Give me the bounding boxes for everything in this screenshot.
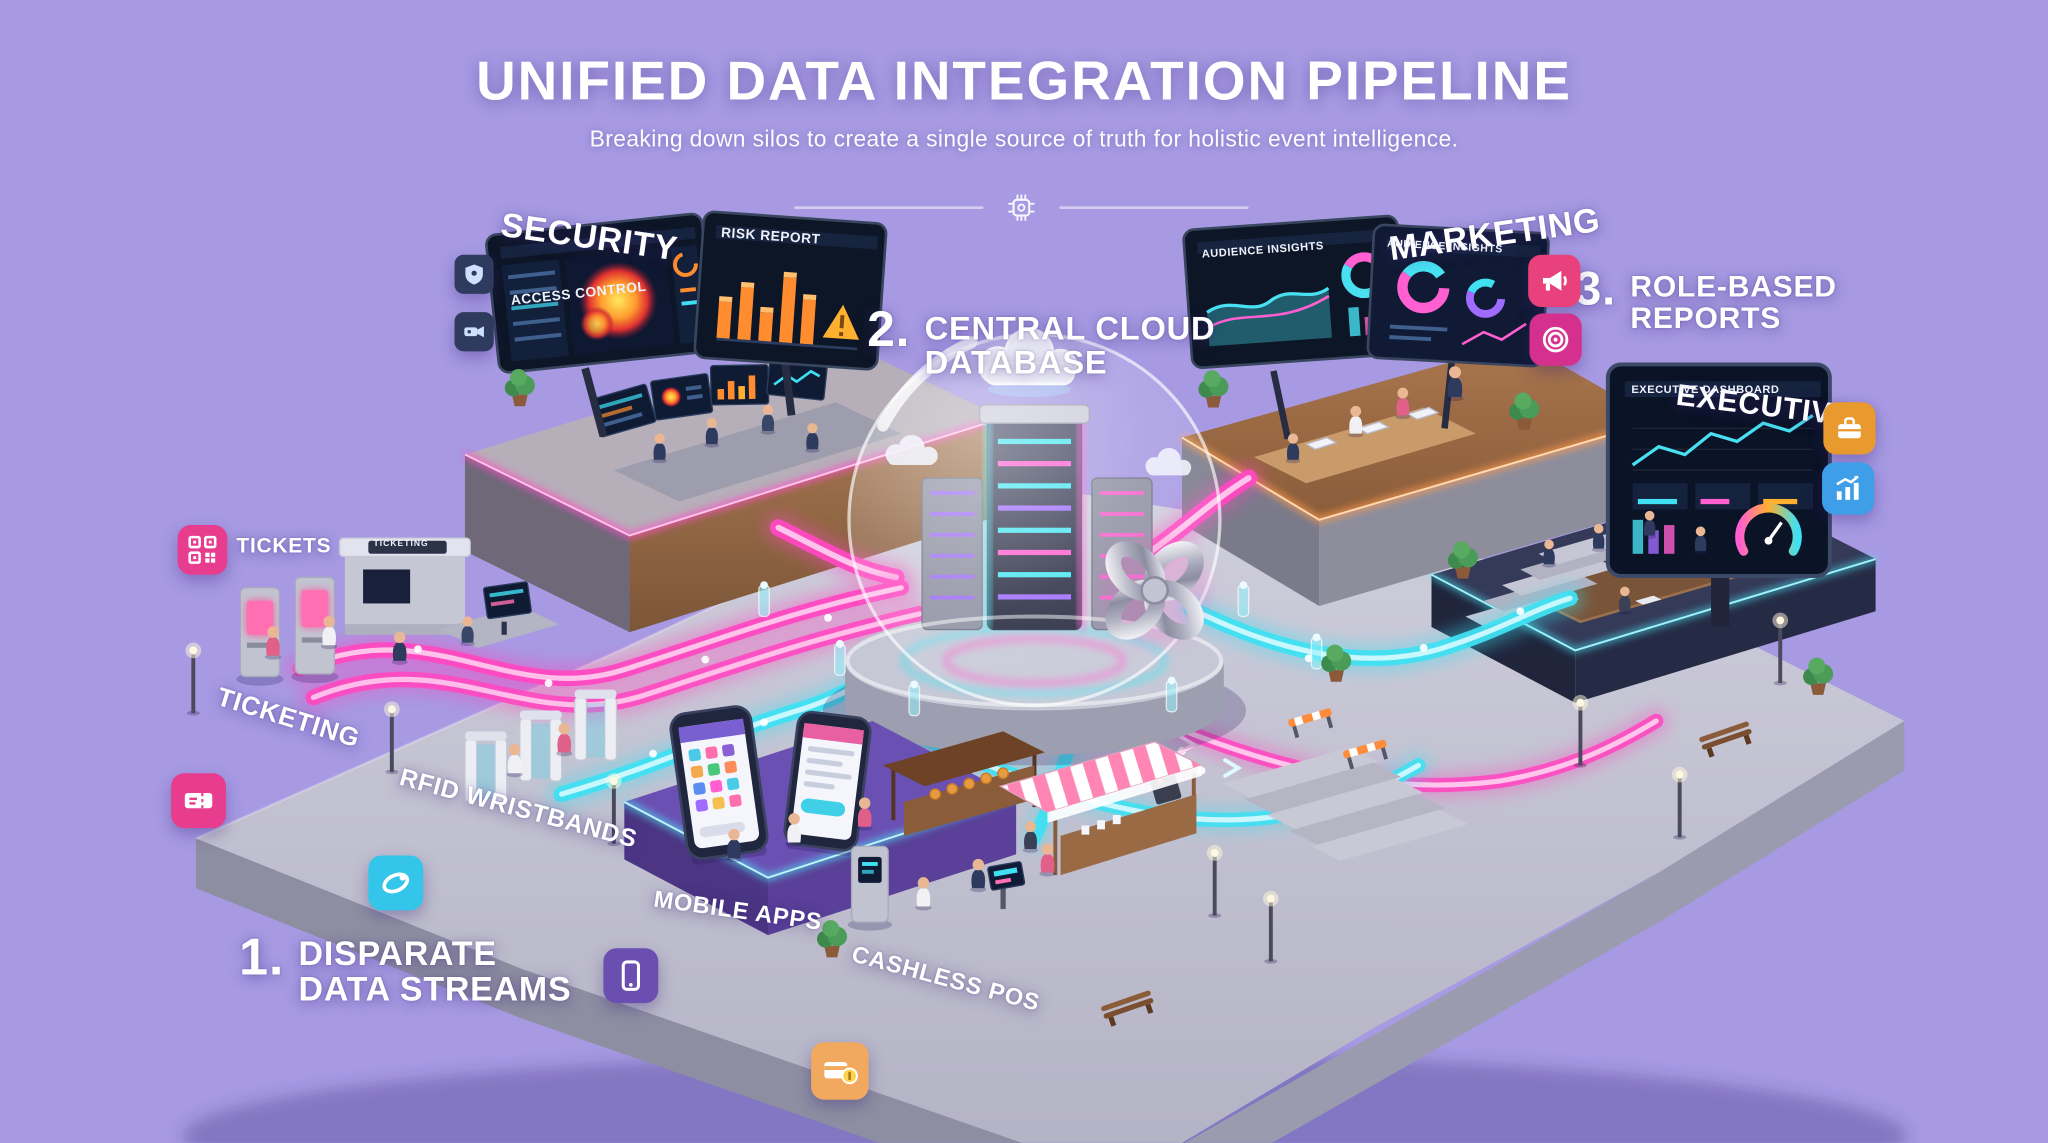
executive-dashboard-title: EXECUTIVE DASHBOARD bbox=[1631, 382, 1780, 396]
step-3-number: 3. bbox=[1575, 261, 1616, 315]
center-stairs bbox=[1222, 747, 1469, 861]
cashless-pos-zone bbox=[847, 731, 1204, 931]
glass-dome bbox=[845, 332, 1224, 708]
step-2-label: CENTRAL CLOUD DATABASE bbox=[924, 310, 1216, 382]
ticket-icon bbox=[171, 773, 226, 829]
security-console-screens bbox=[590, 354, 829, 438]
ticket-qr-icon bbox=[177, 525, 228, 575]
growth-chart-icon bbox=[1822, 462, 1875, 515]
cctv-camera-icon bbox=[454, 312, 494, 352]
rfid-wristband-icon bbox=[368, 855, 424, 911]
security-badge-icon bbox=[454, 254, 494, 294]
access-control-screen bbox=[485, 212, 716, 374]
pos-terminal bbox=[987, 861, 1026, 910]
step-2-callout: 2. CENTRAL CLOUD DATABASE bbox=[867, 303, 1216, 382]
megaphone-icon bbox=[1528, 254, 1581, 307]
central-cloud-hub bbox=[822, 327, 1247, 766]
phone-mockup-2 bbox=[783, 710, 872, 856]
target-icon bbox=[1529, 313, 1582, 366]
step-1-number: 1. bbox=[239, 928, 285, 987]
executive-dashboard-screen bbox=[1605, 362, 1832, 627]
ticket-booth-sign: TICKETING bbox=[373, 539, 429, 549]
phone-mockup-1 bbox=[669, 705, 769, 865]
step-2-number: 2. bbox=[867, 303, 911, 358]
step-1-callout: 1. DISPARATE DATA STREAMS bbox=[239, 930, 571, 1008]
header-divider bbox=[0, 191, 2048, 225]
ticket-booth bbox=[338, 537, 471, 635]
divider-line-left bbox=[794, 206, 984, 209]
page-subtitle: Breaking down silos to create a single s… bbox=[589, 125, 1459, 152]
divider-line-right bbox=[1059, 206, 1249, 209]
audience-insights-screen-2 bbox=[1366, 223, 1550, 368]
pipe-junction-clover bbox=[1099, 535, 1210, 646]
step-1-label: DISPARATE DATA STREAMS bbox=[298, 933, 572, 1009]
page-title: UNIFIED DATA INTEGRATION PIPELINE bbox=[476, 49, 1572, 112]
brown-stall bbox=[882, 731, 1045, 836]
step-3-label: ROLE-BASED REPORTS bbox=[1630, 269, 1837, 335]
pos-kiosk bbox=[847, 845, 893, 931]
cashless-card-icon bbox=[811, 1042, 869, 1100]
audience-insights-screen-1 bbox=[1182, 214, 1407, 369]
briefcase-icon bbox=[1823, 402, 1876, 455]
chip-icon bbox=[1008, 194, 1035, 221]
step-3-callout: 3. ROLE-BASED REPORTS bbox=[1575, 261, 1837, 335]
mobile-phone-icon bbox=[603, 948, 659, 1004]
ticketing-zone bbox=[236, 537, 560, 686]
risk-report-screen bbox=[693, 210, 888, 371]
striped-stall bbox=[998, 741, 1204, 876]
tickets-label: TICKETS bbox=[236, 535, 332, 558]
